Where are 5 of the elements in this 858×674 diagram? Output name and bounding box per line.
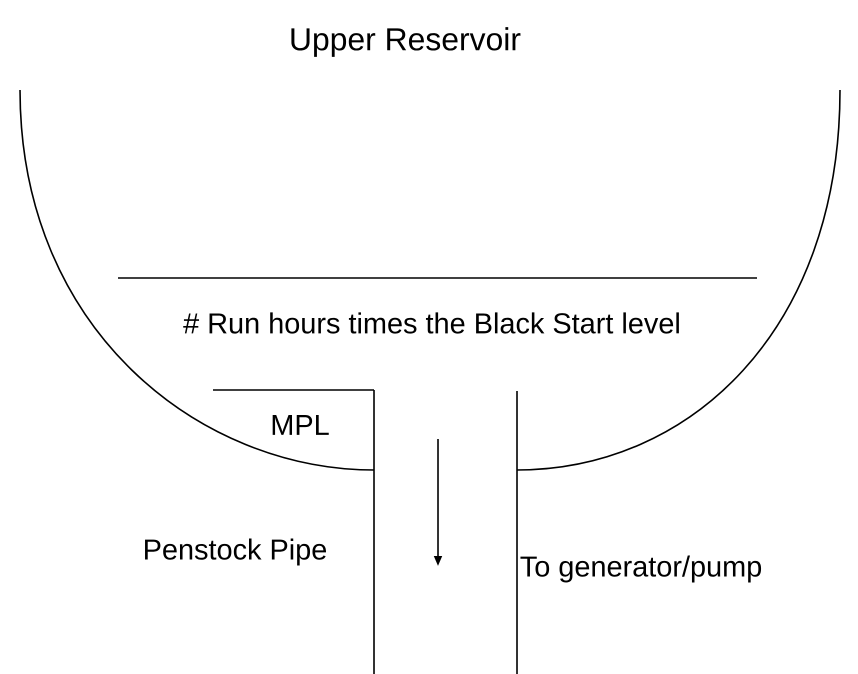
mpl-label: MPL	[272, 415, 329, 435]
level-label: # Run hours times the Black Start level	[183, 312, 679, 334]
outlet-label: To generator/pump	[520, 556, 762, 582]
pipe-label: Penstock Pipe	[145, 538, 326, 566]
title: Upper Reservoir	[291, 27, 520, 57]
